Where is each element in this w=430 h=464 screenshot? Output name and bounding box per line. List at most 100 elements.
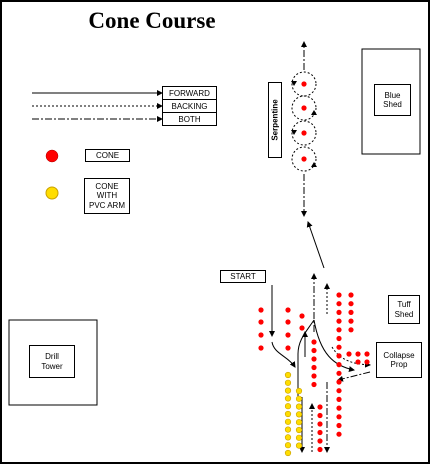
- cone: [299, 313, 305, 319]
- start-curve: [271, 341, 296, 368]
- cone: [336, 379, 342, 385]
- cone: [258, 332, 264, 338]
- cone: [317, 438, 323, 444]
- cone: [364, 351, 370, 357]
- legend-pvc-cone-dot: [45, 186, 59, 200]
- legend-cone-dot: [45, 149, 59, 163]
- red-cones: [258, 81, 370, 453]
- pvc-cone: [284, 395, 292, 402]
- cone: [258, 319, 264, 325]
- legend-pvc-cone-label: CONE WITH PVC ARM: [84, 178, 130, 214]
- legend-forward-label: FORWARD: [162, 86, 217, 100]
- cone: [348, 318, 354, 324]
- pvc-cone: [284, 442, 292, 449]
- cone: [285, 332, 291, 338]
- right-turn-curve: [313, 319, 355, 372]
- pvc-cone: [295, 411, 303, 418]
- cone: [336, 362, 342, 368]
- serpentine-cone: [301, 105, 307, 111]
- cone: [336, 370, 342, 376]
- legend-backing-label: BACKING: [162, 99, 217, 113]
- cone: [336, 396, 342, 402]
- pvc-cone: [295, 395, 303, 402]
- tuff-shed-label: Tuff Shed: [388, 295, 420, 324]
- cone: [336, 309, 342, 315]
- cone: [336, 335, 342, 342]
- pvc-cone: [295, 442, 303, 449]
- pvc-cone: [284, 410, 292, 418]
- serpentine-loops: [291, 71, 317, 172]
- cone: [336, 292, 342, 298]
- cone: [311, 339, 317, 345]
- legend-table: FORWARD BACKING BOTH: [162, 86, 217, 126]
- cone: [336, 327, 342, 333]
- cone: [317, 404, 323, 410]
- drill-tower-label: Drill Tower: [29, 345, 75, 378]
- blue-shed-outline: [361, 48, 421, 155]
- cone: [317, 421, 323, 427]
- cone: [336, 353, 342, 359]
- cone: [311, 347, 317, 354]
- drill-tower-outline: [8, 319, 98, 406]
- cone: [364, 359, 370, 365]
- serpentine-cone: [301, 130, 307, 136]
- cone: [348, 292, 354, 298]
- cone: [311, 373, 317, 379]
- collapse-prop-label: Collapse Prop: [376, 342, 422, 378]
- pvc-cone: [284, 449, 292, 457]
- serpentine-label: Serpentine: [268, 82, 282, 158]
- pvc-cone: [284, 426, 292, 433]
- cone: [336, 301, 342, 307]
- serpentine-text: Serpentine: [270, 99, 280, 141]
- cone: [258, 307, 264, 313]
- cone: [317, 429, 323, 436]
- cone: [336, 405, 342, 411]
- cone: [336, 388, 342, 394]
- legend-both-label: BOTH: [162, 112, 217, 126]
- center-lane-curve: [297, 319, 315, 398]
- cone: [355, 351, 361, 357]
- forward-to-serpentine: [306, 221, 325, 269]
- pvc-cone: [284, 387, 292, 394]
- cone: [311, 356, 317, 362]
- legend-cone-label: CONE: [85, 149, 130, 162]
- serpentine-arrowheads: [291, 81, 317, 167]
- cone: [355, 359, 361, 365]
- pvc-cone: [284, 418, 292, 425]
- cone: [348, 301, 354, 307]
- cone: [336, 414, 342, 420]
- collapse-return: [337, 371, 371, 382]
- pvc-cone: [284, 371, 292, 379]
- cone: [258, 345, 264, 351]
- pvc-cone: [295, 426, 303, 434]
- pvc-cones: [284, 371, 303, 457]
- pvc-cone: [284, 379, 292, 386]
- blue-shed-label: Blue Shed: [374, 84, 411, 116]
- cone: [285, 345, 291, 351]
- serpentine-cone: [301, 156, 307, 162]
- cone: [336, 422, 342, 429]
- pvc-cone: [284, 403, 292, 410]
- pvc-cone: [295, 419, 303, 426]
- serpentine-cone: [301, 81, 307, 87]
- cone: [317, 412, 323, 419]
- cone: [336, 318, 342, 324]
- pvc-cone: [295, 403, 303, 410]
- cone: [311, 364, 317, 371]
- cone: [317, 446, 323, 453]
- page-title: Cone Course: [88, 8, 216, 33]
- cone: [336, 431, 342, 437]
- cone: [348, 327, 354, 333]
- pvc-cone: [284, 434, 292, 441]
- start-label: START: [220, 270, 266, 283]
- cone: [311, 381, 317, 388]
- cone: [285, 319, 291, 325]
- collapse-approach: [331, 346, 371, 368]
- cone: [299, 325, 305, 331]
- cone: [346, 351, 352, 357]
- cone: [285, 307, 291, 313]
- cone: [336, 344, 342, 350]
- pvc-cone: [295, 434, 303, 441]
